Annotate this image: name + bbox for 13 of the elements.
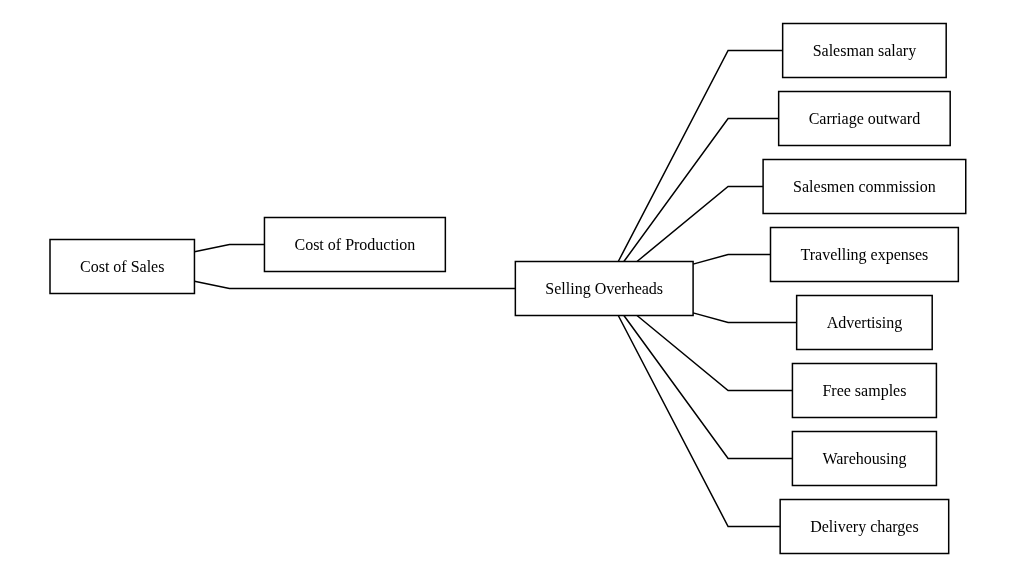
node-box: Delivery charges: [779, 498, 950, 555]
connector: [635, 314, 793, 392]
node-box: Free samples: [791, 362, 937, 419]
node-box: Travelling expenses: [769, 226, 959, 283]
node-box: Cost of Sales: [48, 238, 195, 295]
node-box: Salesmen commission: [761, 158, 967, 215]
node-box: Selling Overheads: [514, 260, 694, 317]
node-box: Cost of Production: [263, 216, 446, 273]
node-box: Carriage outward: [777, 90, 951, 147]
node-box: Salesman salary: [781, 22, 947, 79]
node-box: Warehousing: [791, 430, 937, 487]
connector: [622, 314, 793, 460]
node-box: Advertising: [795, 294, 933, 351]
